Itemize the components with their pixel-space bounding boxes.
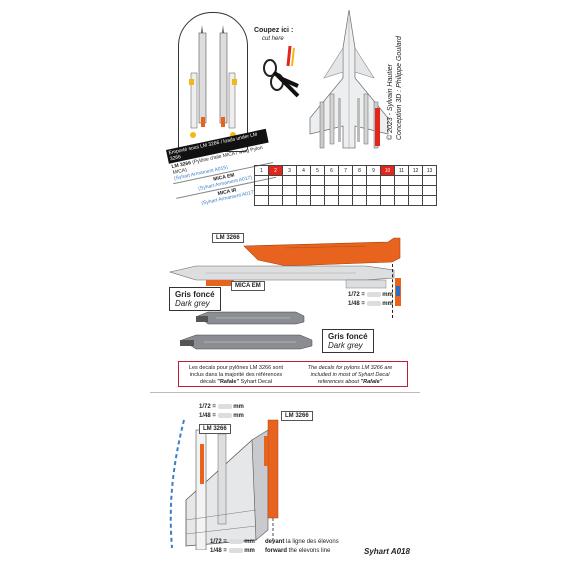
station-cell: [268, 195, 283, 206]
station-cell: [338, 185, 353, 196]
station-cell: [296, 175, 311, 186]
wing-lm-label-b: LM 3266: [199, 424, 231, 434]
station-number: 12: [408, 165, 423, 176]
station-number: 3: [282, 165, 297, 176]
callout-en: Dark grey: [328, 341, 363, 350]
station-cell: [422, 185, 437, 196]
station-cell: [380, 175, 395, 186]
station-row: [254, 175, 437, 186]
reference-line: [392, 264, 393, 318]
bottom-scale: 1/72 = mm 1/48 = mm: [210, 538, 255, 554]
station-cell: [408, 195, 423, 206]
orange-marker-icon: [395, 278, 401, 306]
station-cell: [268, 175, 283, 186]
wing-pylon-orange: [264, 419, 279, 544]
station-number: 5: [310, 165, 325, 176]
credit-block: © 2023 - Sylvain Hautier Conception 3D :…: [386, 10, 404, 140]
station-cell: [310, 185, 325, 196]
station-cell: [324, 195, 339, 206]
scissors-icon: [263, 45, 300, 98]
station-cell: [380, 195, 395, 206]
grey-rail-bottom: [180, 334, 313, 350]
cut-label-en: cut here: [262, 36, 284, 42]
lm-label: LM 3266: [212, 233, 244, 243]
station-cell: [338, 195, 353, 206]
dark-grey-callout-2: Gris foncé Dark grey: [322, 329, 374, 353]
station-cell: [394, 195, 409, 206]
decal-note: Les decals pour pylônes LM 3266 sont inc…: [178, 361, 408, 387]
station-number: 9: [366, 165, 381, 176]
wing-scale: 1/72 = mm 1/48 = mm: [199, 403, 244, 419]
station-number: 11: [394, 165, 409, 176]
note-en: The decals for pylons LM 3266 are includ…: [307, 365, 393, 385]
sheet-reference: Syhart A018: [364, 547, 410, 556]
credit-line-1: © 2023 - Sylvain Hautier: [387, 64, 394, 140]
station-number: 10: [380, 165, 395, 176]
station-cell: [408, 175, 423, 186]
mica-label: MICA EM: [231, 281, 265, 291]
scale-row-172: 1/72 = mm: [348, 291, 393, 298]
station-cell: [422, 195, 437, 206]
station-cell: [366, 175, 381, 186]
station-cell: [366, 185, 381, 196]
callout-en: Dark grey: [175, 299, 210, 308]
station-number: 8: [352, 165, 367, 176]
pylon-side-view: [168, 237, 401, 289]
loadout-drawing: [189, 25, 237, 138]
station-cell: [408, 185, 423, 196]
station-cell: [380, 185, 395, 196]
station-cell: [352, 195, 367, 206]
pylon-scale: 1/72 = mm 1/48 = mm: [348, 291, 393, 309]
station-cell: [324, 175, 339, 186]
station-cell: [282, 185, 297, 196]
station-number: 7: [338, 165, 353, 176]
callout-fr: Gris foncé: [328, 332, 368, 341]
credit-line-2: Conception 3D : Philippe Goulard: [396, 36, 403, 140]
dark-grey-callout-1: Gris foncé Dark grey: [169, 287, 221, 311]
callout-fr: Gris foncé: [175, 290, 215, 299]
station-cell: [268, 185, 283, 196]
grey-rail-top: [196, 311, 305, 325]
note-fr: Les decals pour pylônes LM 3266 sont inc…: [188, 365, 284, 385]
station-row: [254, 195, 437, 206]
station-cell: [296, 185, 311, 196]
station-cell: [394, 175, 409, 186]
loadout-frame: [178, 12, 248, 152]
station-number: 13: [422, 165, 437, 176]
station-cell: [254, 195, 269, 206]
station-cell: [394, 185, 409, 196]
station-cell: [324, 185, 339, 196]
station-number: 4: [296, 165, 311, 176]
elevon-note: devant la ligne des élevons forward the …: [265, 539, 339, 554]
station-row: [254, 185, 437, 196]
station-cell: [296, 195, 311, 206]
station-cell: [254, 175, 269, 186]
station-cell: [352, 175, 367, 186]
station-cell: [352, 185, 367, 196]
station-number: 1: [254, 165, 269, 176]
scale-row-148: 1/48 = mm: [348, 300, 393, 307]
station-cell: [310, 195, 325, 206]
station-cell: [254, 185, 269, 196]
station-cell: [338, 175, 353, 186]
station-cell: [282, 195, 297, 206]
station-cell: [422, 175, 437, 186]
wing-front-view: [169, 410, 269, 550]
wing-lm-label-a: LM 3266: [281, 411, 313, 421]
station-number: 6: [324, 165, 339, 176]
station-cell: [282, 175, 297, 186]
cut-label: Coupez ici :: [254, 27, 294, 34]
station-cell: [366, 195, 381, 206]
station-number: 2: [268, 165, 283, 176]
aircraft-planform: [309, 9, 389, 149]
section-divider: [150, 392, 420, 393]
station-cell: [310, 175, 325, 186]
